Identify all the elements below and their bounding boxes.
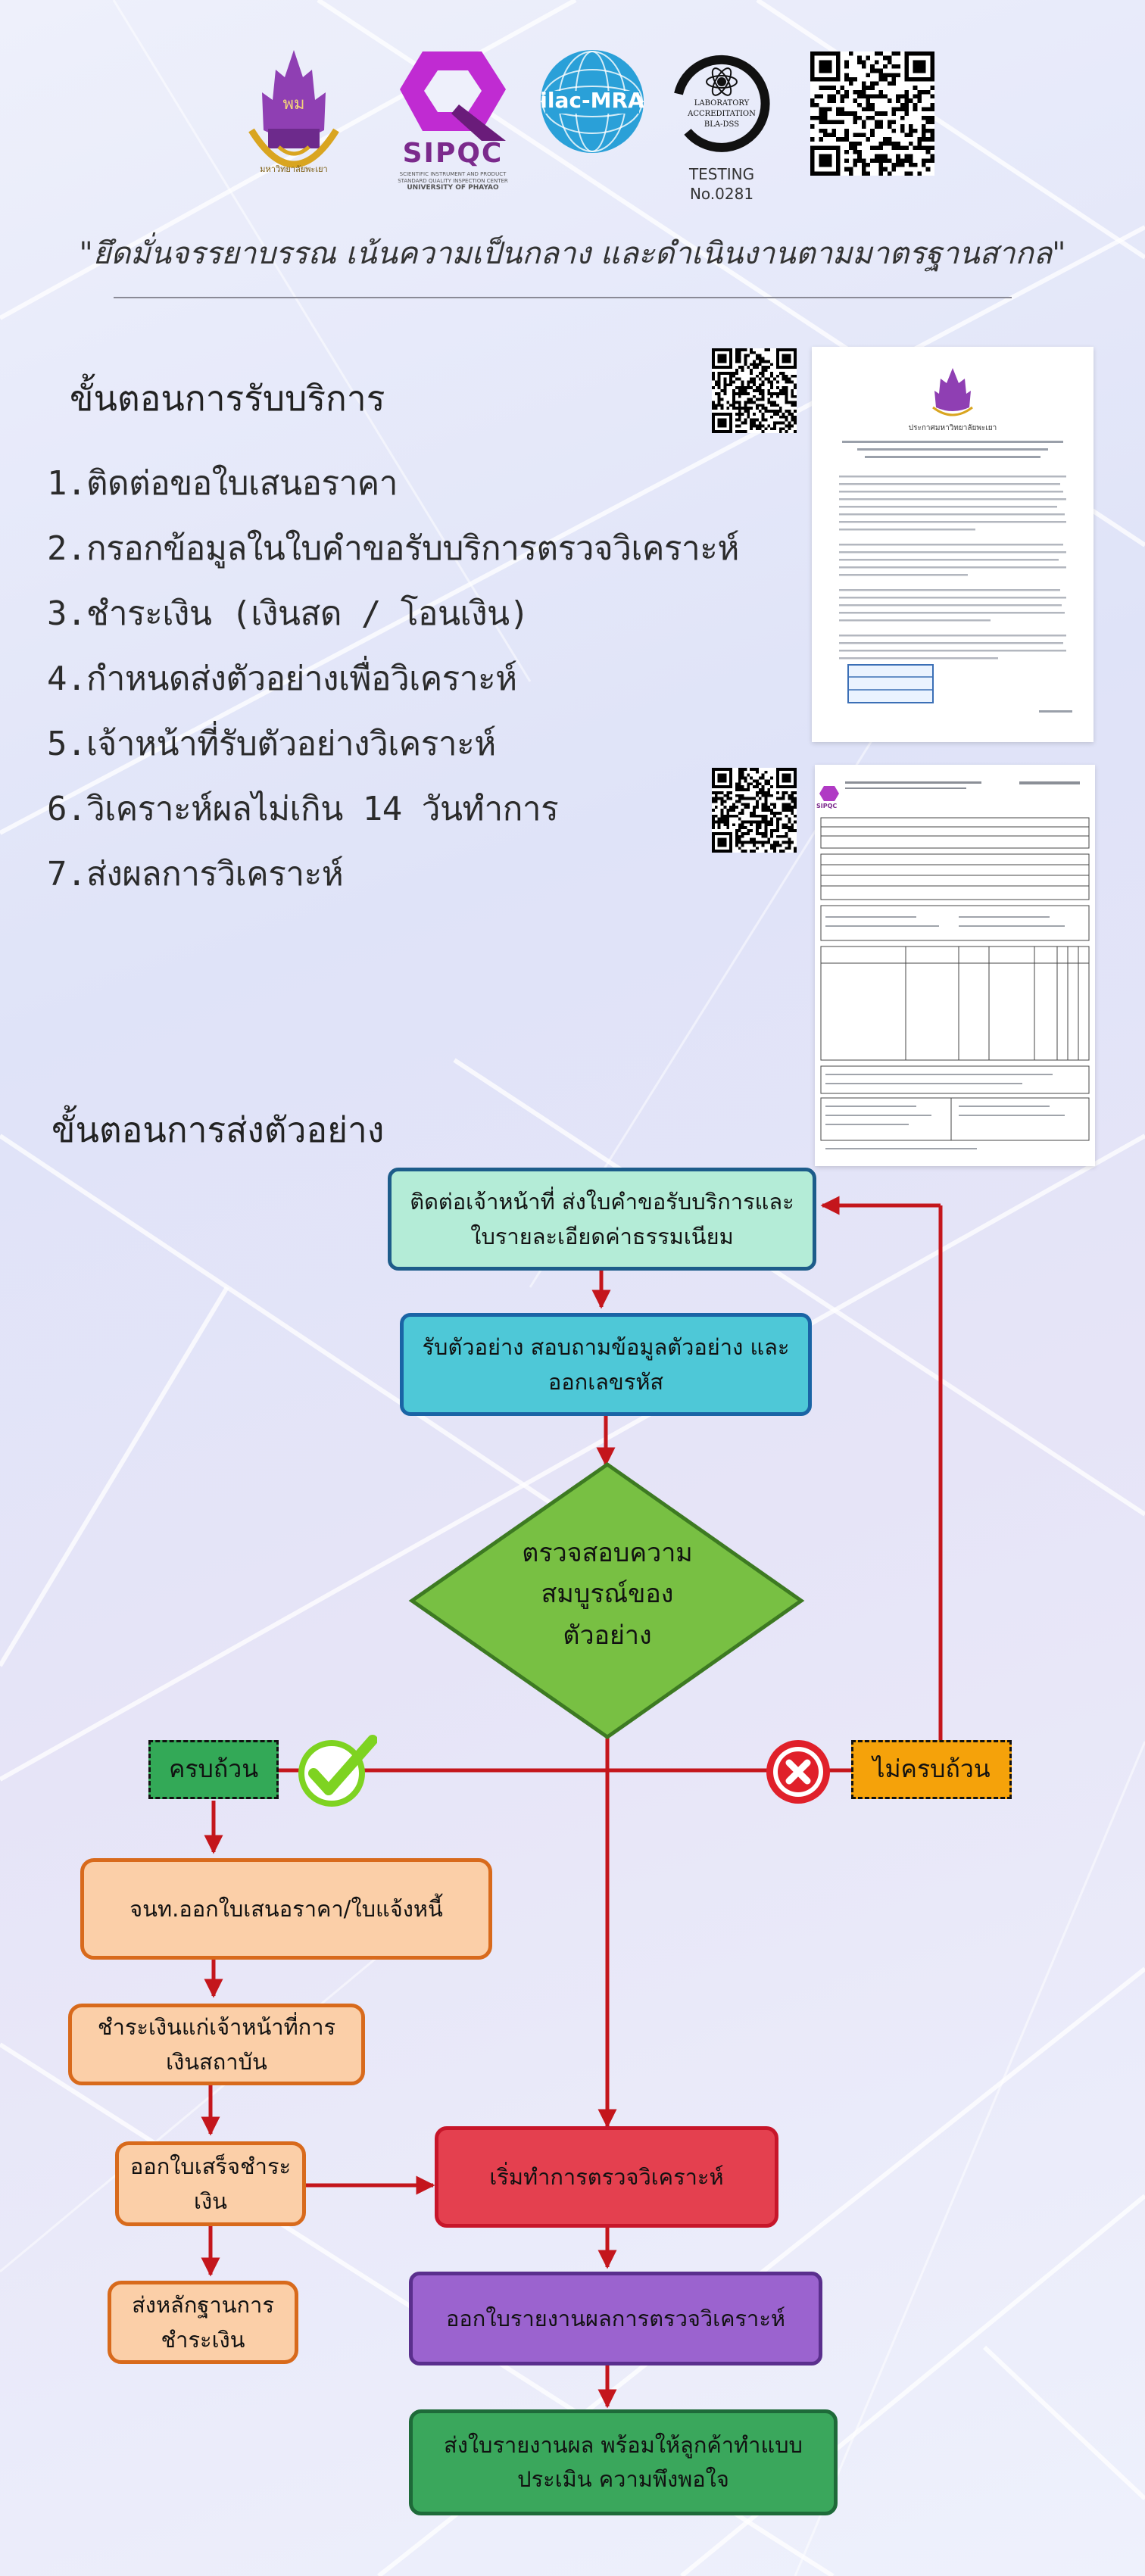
check-diamond [408, 1461, 805, 1740]
receipt-box: ออกใบเสร็จชำระเงิน [115, 2141, 306, 2226]
check-completeness-label: ตรวจสอบความสมบูรณ์ของตัวอย่าง [522, 1538, 693, 1651]
laboratory-accreditation-logo: LABORATORY ACCREDITATION BLA-DSS TESTING… [666, 48, 777, 207]
qr-code-icon[interactable] [810, 51, 934, 176]
service-step: 7.ส่งผลการวิเคราะห์ [47, 855, 344, 893]
send-report-box: ส่งใบรายงานผล พร้อมให้ลูกค้าทำแบบประเมิน… [409, 2409, 838, 2515]
service-step: 2.กรอกข้อมูลในใบคำขอรับบริการตรวจวิเคราะ… [47, 529, 739, 568]
quote-invoice-box: จนท.ออกใบเสนอราคา/ใบแจ้งหนี้ [80, 1858, 492, 1960]
receive-sample-box: รับตัวอย่าง สอบถามข้อมูลตัวอย่าง และออกเ… [400, 1313, 812, 1416]
ilac-wordmark: ilac-MRA [540, 88, 644, 113]
sipqc-caption-1: SCIENTIFIC INSTRUMENT AND PRODUCT [399, 171, 507, 177]
announcement-document[interactable]: ประกาศมหาวิทยาลัยพะเยา [812, 347, 1094, 742]
accreditation-line-2: BLA-DSS [704, 120, 740, 129]
testing-number: No.0281 [689, 185, 754, 203]
request-form-document[interactable]: SIPQC [815, 765, 1095, 1166]
qr-code-icon[interactable] [712, 348, 797, 433]
announcement-heading: ประกาศมหาวิทยาลัยพะเยา [908, 424, 997, 432]
service-steps-list: 1.ติดต่อขอใบเสนอราคา 2.กรอกข้อมูลในใบคำข… [47, 451, 739, 907]
sipqc-caption-2: STANDARD QUALITY INSPECTION CENTER [398, 178, 508, 184]
payment-proof-box: ส่งหลักฐานการชำระเงิน [108, 2281, 298, 2364]
service-step: 4.กำหนดส่งตัวอย่างเพื่อวิเคราะห์ [47, 660, 517, 698]
motto: "ยึดมั่นจรรยาบรรณ เน้นความเป็นกลาง และดำ… [79, 236, 1066, 271]
service-step: 6.วิเคราะห์ผลไม่เกิน 14 วันทำการ [47, 790, 559, 828]
service-step: 1.ติดต่อขอใบเสนอราคา [47, 464, 398, 503]
payment-box: ชำระเงินแก่เจ้าหน้าที่การเงินสถาบัน [68, 2004, 365, 2085]
check-circle-icon [297, 1734, 378, 1810]
complete-label: ครบถ้วน [148, 1740, 279, 1799]
service-section-title: ขั้นตอนการรับบริการ [70, 378, 385, 419]
contact-step-box: ติดต่อเจ้าหน้าที่ ส่งใบคำขอรับบริการและ … [388, 1168, 816, 1271]
incomplete-label: ไม่ครบถ้วน [851, 1740, 1012, 1799]
testing-label: TESTING [688, 165, 755, 183]
university-seal-logo: พม มหาวิทยาลัยพะเยา [241, 47, 347, 183]
accreditation-line-1: LABORATORY ACCREDITATION [688, 99, 756, 118]
service-step: 3.ชำระเงิน (เงินสด / โอนเงิน) [47, 594, 529, 633]
university-seal-text: มหาวิทยาลัยพะเยา [260, 164, 328, 174]
svg-text:พม: พม [282, 95, 304, 114]
sample-section-title: ขั้นตอนการส่งตัวอย่าง [51, 1109, 385, 1150]
request-form-logo: SIPQC [816, 803, 838, 809]
sipqc-wordmark: SIPQC [402, 138, 504, 169]
issue-report-box: ออกใบรายงานผลการตรวจวิเคราะห์ [409, 2272, 822, 2365]
sipqc-caption-3: UNIVERSITY OF PHAYAO [407, 184, 499, 192]
sipqc-logo: SIPQC SCIENTIFIC INSTRUMENT AND PRODUCT … [392, 44, 513, 195]
cross-circle-icon [763, 1737, 833, 1807]
ilac-mra-logo: ilac-MRA [539, 48, 645, 154]
service-step: 5.เจ้าหน้าที่รับตัวอย่างวิเคราะห์ [47, 725, 496, 763]
motto-divider [114, 297, 1012, 298]
start-analysis-box: เริ่มทำการตรวจวิเคราะห์ [435, 2126, 778, 2228]
qr-code-icon[interactable] [712, 768, 797, 853]
